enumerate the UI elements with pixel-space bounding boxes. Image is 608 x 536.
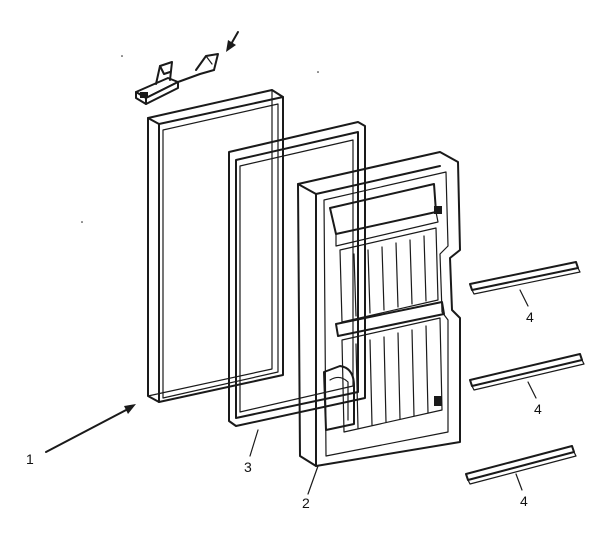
shelf-bar-bottom (465, 445, 577, 485)
arrow-icon (226, 31, 239, 52)
leader-line-2 (307, 465, 319, 495)
callout-2: 2 (302, 495, 310, 511)
speck (81, 221, 83, 223)
callout-4-bottom: 4 (520, 493, 528, 509)
door-panel (147, 89, 284, 403)
callout-3: 3 (244, 459, 252, 475)
gasket (228, 121, 366, 427)
callout-1: 1 (26, 451, 34, 467)
leader-line-4-middle (527, 381, 537, 399)
speck (317, 71, 319, 73)
callout-4-top: 4 (526, 309, 534, 325)
leader-line-3 (249, 429, 259, 457)
door-liner (297, 151, 461, 467)
callout-4-middle: 4 (534, 401, 542, 417)
leader-line-1 (45, 404, 136, 453)
leader-line-4-bottom (515, 473, 523, 491)
hinge-icon (135, 53, 219, 105)
shelf-bar-top (469, 261, 581, 295)
shelf-bar-middle (469, 353, 585, 391)
leader-line-4-top (519, 289, 529, 307)
speck (121, 55, 123, 57)
